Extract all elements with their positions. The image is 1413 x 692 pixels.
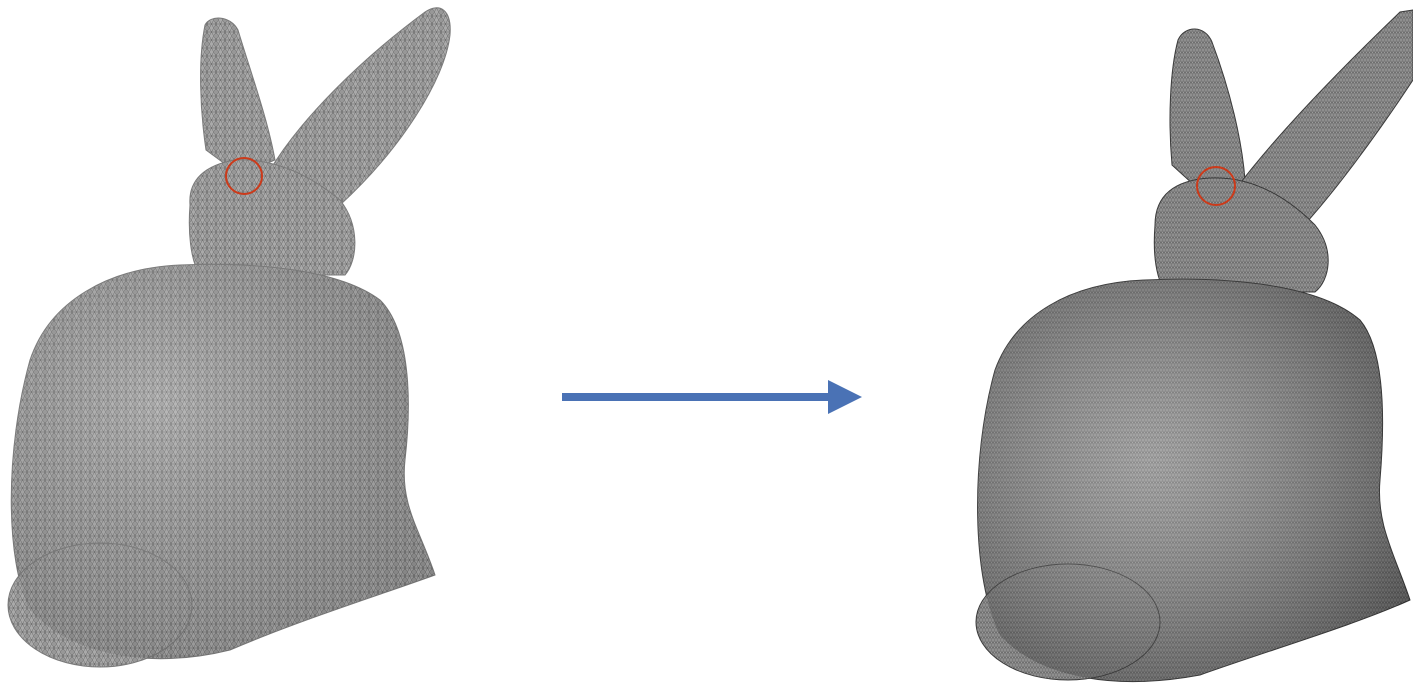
left-bunny-shading [11,264,435,658]
remeshed-bunny-mesh [976,10,1413,682]
left-bunny-back-ear [201,18,275,175]
right-bunny-shading [978,279,1410,681]
original-bunny-mesh [8,8,450,667]
transformation-arrow [562,380,862,414]
